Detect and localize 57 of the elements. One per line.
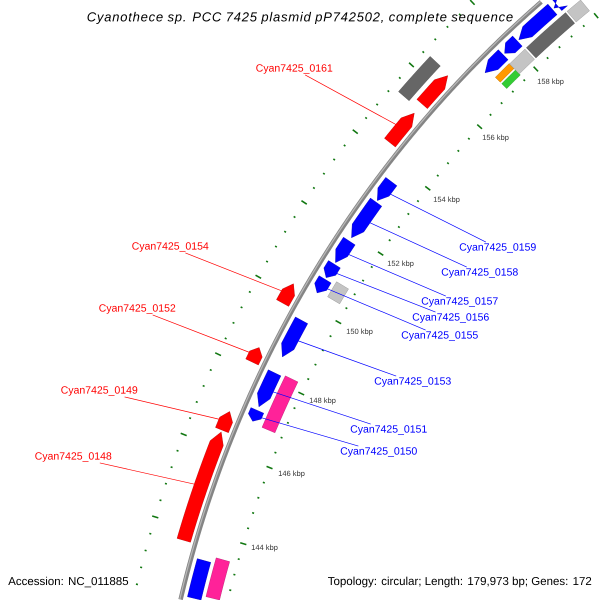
leader-line	[99, 462, 196, 485]
gene-label: Cyan7425_0150	[340, 447, 417, 457]
gene-feature	[384, 112, 414, 148]
gene-block	[526, 12, 575, 58]
gene-feature	[416, 75, 448, 109]
gene-feature	[176, 432, 224, 542]
leader-line	[185, 252, 283, 292]
leader-line	[389, 193, 486, 242]
gene-feature	[281, 316, 308, 358]
leader-line	[272, 391, 372, 424]
gene-feature	[484, 49, 508, 73]
gene-feature	[248, 407, 264, 422]
gene-block	[495, 63, 514, 82]
gene-feature	[351, 198, 382, 238]
gene-block	[327, 282, 349, 304]
gene-label: Cyan7425_0156	[412, 313, 489, 323]
leader-line	[260, 417, 359, 446]
leader-line	[297, 340, 397, 376]
leader-line	[124, 396, 220, 420]
gene-block	[398, 56, 441, 101]
gene-label: Cyan7425_0158	[442, 268, 518, 278]
gene-label: Cyan7425_0154	[132, 242, 208, 252]
gene-block	[262, 376, 298, 433]
gene-label: Cyan7425_0149	[61, 386, 138, 396]
gene-feature	[215, 411, 233, 433]
accession-note: Accession: NC_011885	[8, 576, 128, 588]
leader-line	[336, 272, 436, 312]
leader-line	[304, 74, 397, 126]
gene-block	[566, 0, 590, 22]
gene-block	[206, 558, 230, 600]
gene-feature	[187, 558, 211, 600]
summary-note: Topology: circular; Length: 179,973 bp; Genes: 172	[328, 576, 592, 588]
gene-feature	[246, 347, 262, 366]
leader-line	[326, 288, 426, 330]
gene-feature	[257, 370, 282, 407]
leader-line	[152, 314, 250, 353]
gene-feature	[552, 0, 568, 11]
gene-block	[509, 48, 535, 74]
gene-label: Cyan7425_0151	[350, 425, 427, 435]
gene-label: Cyan7425_0159	[460, 243, 536, 253]
gene-label: Cyan7425_0157	[422, 297, 498, 307]
gene-feature	[324, 260, 341, 278]
gene-label: Cyan7425_0161	[256, 64, 332, 74]
leader-line	[348, 254, 446, 296]
gene-label: Cyan7425_0153	[374, 377, 451, 387]
gene-feature	[335, 237, 356, 263]
gene-feature	[314, 276, 332, 294]
leader-line	[368, 222, 468, 268]
title: Cyanothece sp. PCC 7425 plasmid pP742502, complete sequence	[88, 12, 513, 24]
gene-feature	[504, 36, 522, 54]
gene-feature	[518, 4, 558, 40]
gene-feature	[276, 284, 295, 307]
gene-block	[502, 70, 521, 89]
gene-label: Cyan7425_0148	[35, 452, 112, 462]
gene-feature	[377, 177, 398, 201]
gene-label: Cyan7425_0155	[402, 331, 478, 341]
gene-label: Cyan7425_0152	[99, 304, 176, 314]
